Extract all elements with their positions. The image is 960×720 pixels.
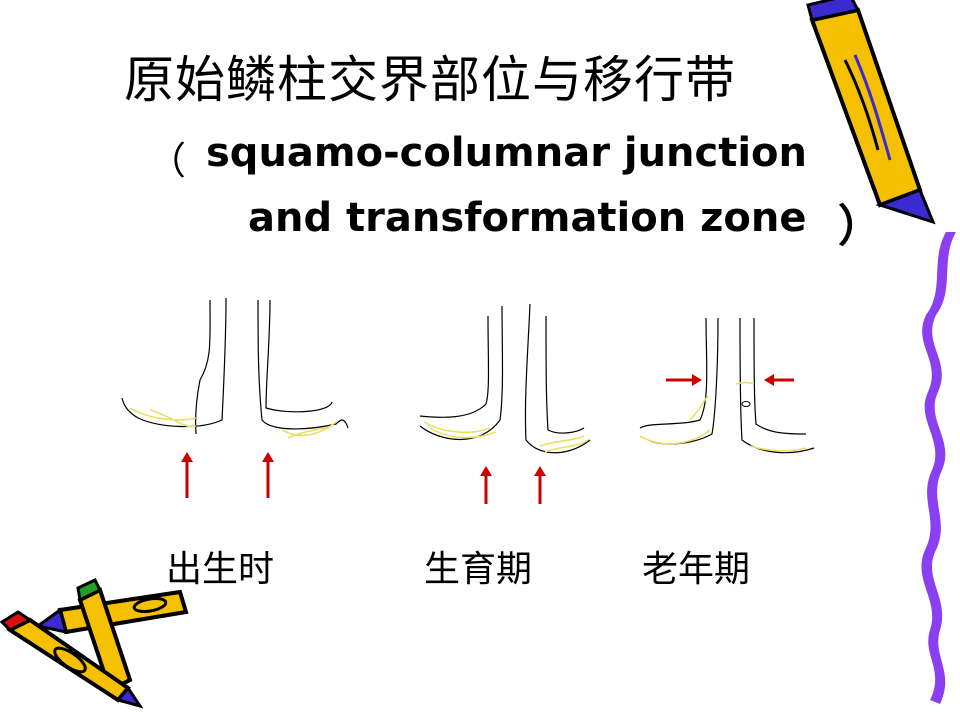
cervix-diagram-reproductive <box>419 303 591 504</box>
stage-label-birth: 出生时 <box>166 549 275 590</box>
subtitle-paren-open: （ <box>148 139 187 183</box>
pencil-top-right <box>806 0 936 225</box>
pencils-bottom-left <box>0 578 189 709</box>
cervix-diagram-birth <box>121 297 349 498</box>
subtitle-line-2: and transformation zone <box>248 195 807 241</box>
stage-label-menopause: 老年期 <box>642 549 751 590</box>
stage-label-reproductive: 生育期 <box>424 549 533 590</box>
subtitle-line-1: squamo-columnar junction <box>206 130 808 176</box>
subtitle-paren-close: ） <box>838 201 882 252</box>
squiggle-border <box>921 232 956 704</box>
slide-title: 原始鳞柱交界部位与移行带 <box>124 51 736 109</box>
cervix-diagram-menopause <box>639 317 815 454</box>
